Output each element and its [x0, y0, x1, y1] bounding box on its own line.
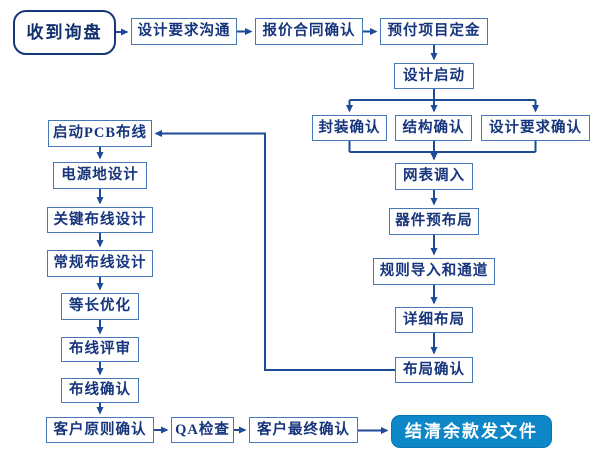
node-power-ground-design: 电源地设计	[53, 162, 147, 189]
node-placement-confirm: 布局确认	[395, 357, 473, 383]
node-quotation-contract-confirm: 报价合同确认	[255, 18, 363, 45]
node-design-requirement-communication: 设计要求沟通	[131, 18, 237, 45]
node-component-preplacement: 器件预布局	[389, 208, 479, 235]
node-qa-check: QA检查	[171, 417, 234, 443]
node-critical-routing-design: 关键布线设计	[47, 207, 153, 233]
merge-line	[348, 141, 537, 153]
node-rule-import-and-channel: 规则导入和通道	[373, 258, 495, 285]
node-package-confirm: 封装确认	[312, 115, 387, 141]
node-regular-routing-design: 常规布线设计	[47, 250, 153, 277]
node-customer-final-confirm: 客户最终确认	[249, 417, 358, 443]
node-routing-confirm: 布线确认	[61, 378, 139, 403]
node-start-pcb-routing: 启动PCB布线	[48, 120, 152, 147]
node-receive-inquiry: 收到询盘	[13, 10, 116, 55]
node-routing-review: 布线评审	[61, 337, 139, 362]
node-detailed-placement: 详细布局	[395, 307, 473, 333]
node-customer-principle-confirm: 客户原则确认	[46, 417, 154, 443]
arrow-placementconfirm-to-pcbrouting	[154, 130, 395, 371]
node-equal-length-optimization: 等长优化	[61, 293, 139, 320]
node-design-requirement-confirm: 设计要求确认	[481, 115, 590, 141]
node-settle-balance-deliver-files: 结清余款发文件	[391, 415, 552, 448]
node-netlist-import: 网表调入	[395, 163, 473, 190]
node-design-kickoff: 设计启动	[394, 63, 474, 89]
split-line	[349, 89, 536, 101]
node-structure-confirm: 结构确认	[395, 115, 472, 141]
node-project-deposit-prepay: 预付项目定金	[380, 18, 488, 45]
